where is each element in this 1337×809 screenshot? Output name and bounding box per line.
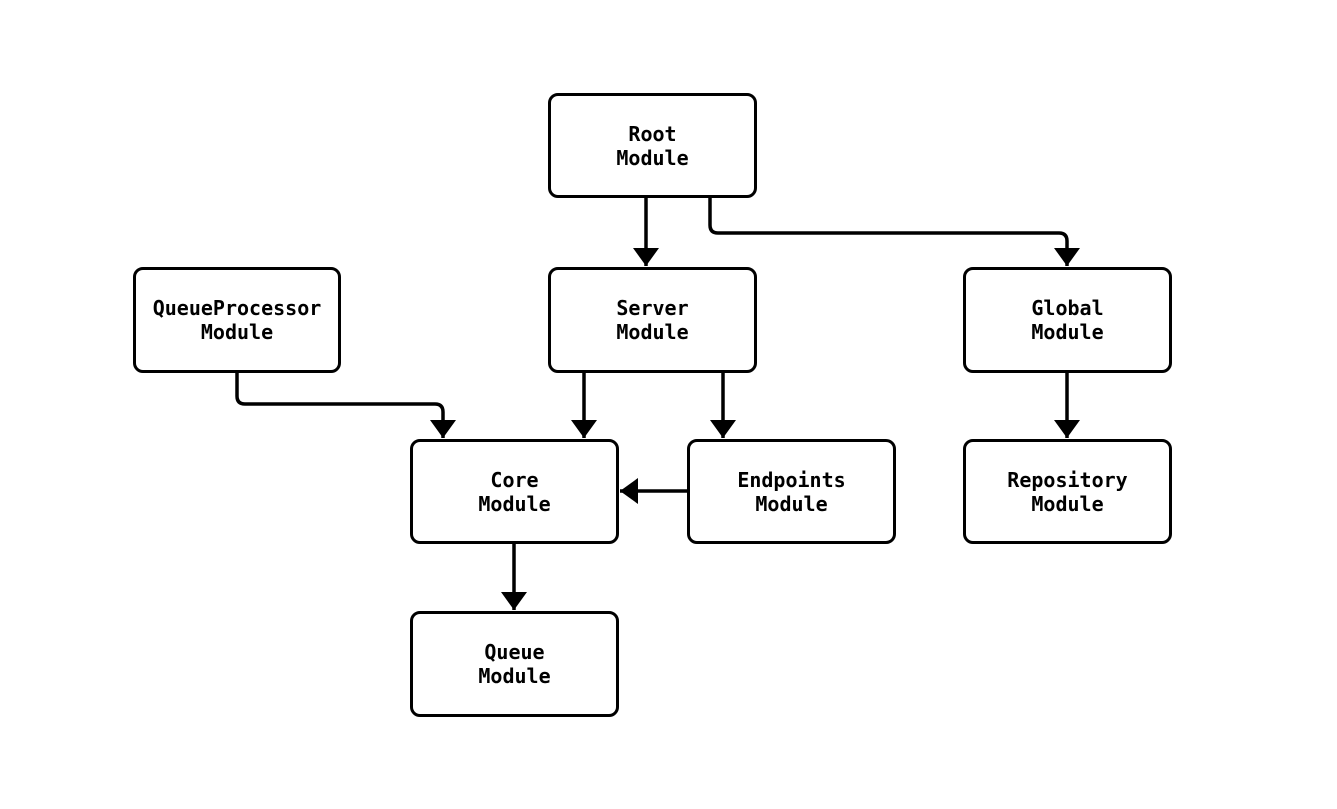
node-label-global: Global Module <box>1031 296 1104 344</box>
node-server-module: Server Module <box>548 267 757 373</box>
node-label-repository: Repository Module <box>1007 467 1128 516</box>
node-label-core: Core Module <box>478 467 551 516</box>
node-repository-module: Repository Module <box>963 439 1172 544</box>
node-global-module: Global Module <box>963 267 1172 373</box>
node-label-queueprocessor: QueueProcessor Module <box>152 296 322 344</box>
node-label-queue: Queue Module <box>478 640 551 688</box>
node-core-module: Core Module <box>410 439 619 544</box>
edge-queueprocessor-to-core <box>235 373 456 438</box>
edge-root-to-global <box>708 198 1080 266</box>
node-label-endpoints: Endpoints Module <box>737 467 846 516</box>
node-label-server: Server Module <box>616 296 689 344</box>
node-queue-module: Queue Module <box>410 611 619 717</box>
node-root-module: Root Module <box>548 93 757 198</box>
node-queueprocessor-module: QueueProcessor Module <box>133 267 341 373</box>
node-label-root: Root Module <box>616 121 689 170</box>
node-endpoints-module: Endpoints Module <box>687 439 896 544</box>
